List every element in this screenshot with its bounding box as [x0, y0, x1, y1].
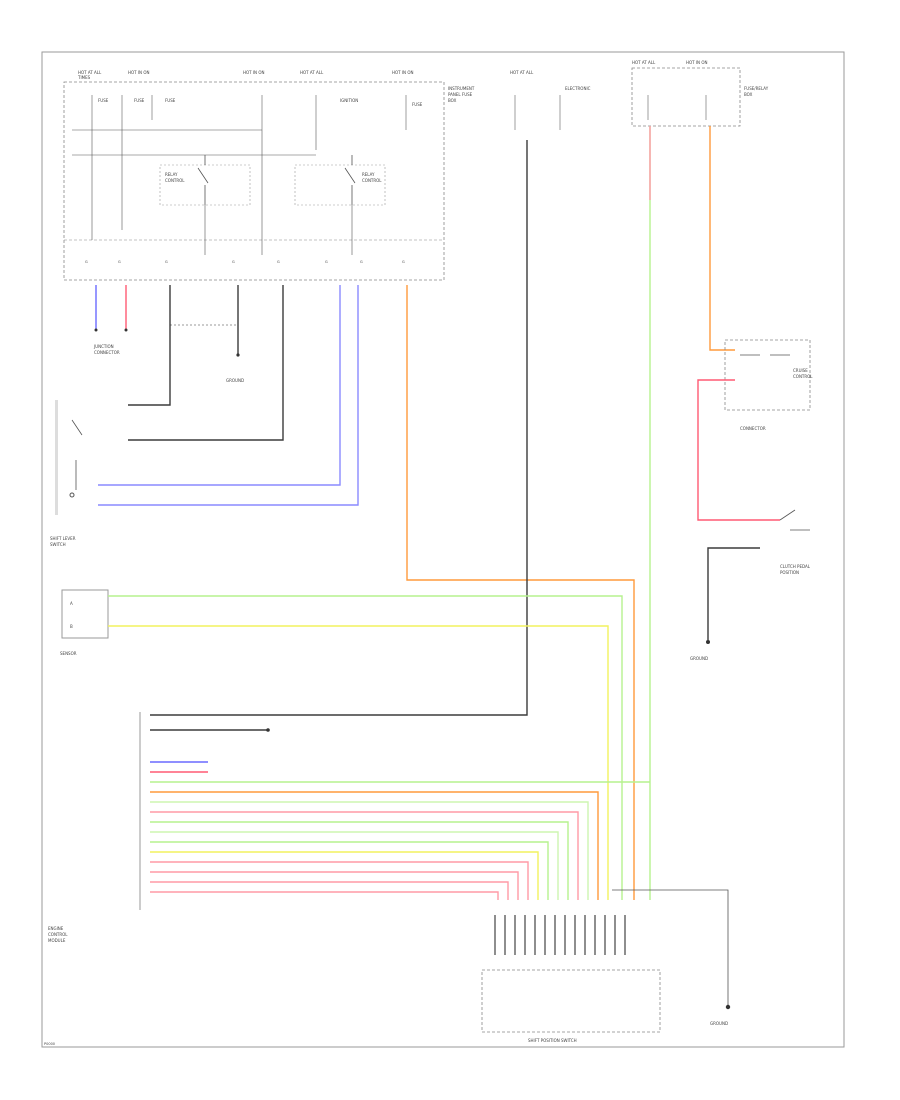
svg-text:G: G: [277, 260, 280, 264]
svg-text:HOT IN ON: HOT IN ON: [243, 70, 264, 75]
svg-text:GROUND: GROUND: [226, 378, 244, 383]
svg-text:BOX: BOX: [448, 98, 457, 103]
svg-text:HOT AT ALL: HOT AT ALL: [510, 70, 534, 75]
diagram-frame: [41, 51, 845, 1048]
svg-text:PANEL FUSE: PANEL FUSE: [448, 92, 473, 97]
svg-text:BOX: BOX: [744, 92, 753, 97]
svg-text:CONTROL: CONTROL: [362, 178, 382, 183]
svg-text:CONNECTOR: CONNECTOR: [740, 426, 766, 431]
relay-left: RELAY CONTROL: [159, 155, 251, 206]
svg-text:HOT AT ALL: HOT AT ALL: [632, 60, 656, 65]
top-labels: HOT AT ALL TIMES HOT IN ON HOT IN ON HOT…: [77, 70, 475, 107]
svg-text:G: G: [232, 260, 235, 264]
svg-text:B: B: [70, 624, 73, 629]
svg-text:POSITION: POSITION: [780, 570, 799, 575]
svg-text:G: G: [360, 260, 363, 264]
svg-text:CONTROL: CONTROL: [165, 178, 185, 183]
svg-text:ELECTRONIC: ELECTRONIC: [565, 86, 591, 91]
svg-text:GROUND: GROUND: [710, 1021, 728, 1026]
svg-text:ENGINE: ENGINE: [48, 926, 64, 931]
svg-text:SHIFT LEVER: SHIFT LEVER: [50, 536, 76, 541]
switch-block-left: SHIFT LEVER SWITCH: [50, 400, 83, 547]
bottom-connector: SHIFT POSITION SWITCH GROUND: [481, 889, 731, 1043]
pin-list: ENGINE CONTROL MODULE: [48, 712, 650, 943]
svg-text:FUSE: FUSE: [134, 98, 145, 103]
fuse-group-1: [91, 95, 407, 130]
wires-top-left: [94, 285, 635, 900]
svg-text:GROUND: GROUND: [690, 656, 708, 661]
svg-text:HOT IN ON: HOT IN ON: [686, 60, 707, 65]
right-control-unit: CRUISE CONTROL CONNECTOR CLUTCH PEDAL PO…: [690, 339, 813, 661]
top-left-fuse-relay-block: HOT AT ALL TIMES HOT IN ON HOT IN ON HOT…: [63, 70, 475, 281]
svg-text:G: G: [165, 260, 168, 264]
svg-text:FUSE/RELAY: FUSE/RELAY: [744, 86, 769, 91]
svg-text:MODULE: MODULE: [48, 938, 66, 943]
svg-text:CLUTCH PEDAL: CLUTCH PEDAL: [780, 564, 811, 569]
svg-text:FUSE: FUSE: [98, 98, 109, 103]
svg-text:RELAY: RELAY: [362, 172, 375, 177]
relay-right: RELAY CONTROL: [294, 155, 386, 206]
svg-text:CONTROL: CONTROL: [793, 374, 813, 379]
svg-text:JUNCTION: JUNCTION: [93, 344, 114, 349]
page-id: P0000: [44, 1042, 55, 1046]
svg-text:RELAY: RELAY: [165, 172, 178, 177]
svg-text:CONNECTOR: CONNECTOR: [94, 350, 120, 355]
svg-text:G: G: [325, 260, 328, 264]
svg-text:FUSE: FUSE: [165, 98, 176, 103]
svg-text:INSTRUMENT: INSTRUMENT: [448, 86, 475, 91]
mid-top-box: HOT AT ALL ELECTRONIC: [150, 70, 591, 716]
sensor-box: A B SENSOR: [60, 589, 623, 900]
bottom-pins: G G G G G G G G: [85, 260, 405, 264]
svg-text:G: G: [118, 260, 121, 264]
svg-text:CRUISE: CRUISE: [793, 368, 808, 373]
svg-text:HOT AT ALL: HOT AT ALL: [300, 70, 324, 75]
svg-text:G: G: [402, 260, 405, 264]
svg-text:IGNITION: IGNITION: [340, 98, 358, 103]
svg-text:HOT AT ALL: HOT AT ALL: [78, 70, 102, 75]
svg-text:HOT IN ON: HOT IN ON: [392, 70, 413, 75]
svg-text:TIMES: TIMES: [77, 75, 91, 80]
mid-labels: JUNCTION CONNECTOR GROUND: [93, 344, 244, 383]
svg-text:G: G: [85, 260, 88, 264]
svg-text:SENSOR: SENSOR: [60, 651, 77, 656]
top-right-fuse-block: HOT AT ALL HOT IN ON FUSE/RELAY BOX: [631, 60, 769, 900]
svg-text:HOT IN ON: HOT IN ON: [128, 70, 149, 75]
svg-text:A: A: [70, 601, 73, 606]
svg-text:SWITCH: SWITCH: [50, 542, 66, 547]
connector-label: SHIFT POSITION SWITCH: [528, 1038, 577, 1043]
svg-text:CONTROL: CONTROL: [48, 932, 68, 937]
svg-text:FUSE: FUSE: [412, 102, 423, 107]
